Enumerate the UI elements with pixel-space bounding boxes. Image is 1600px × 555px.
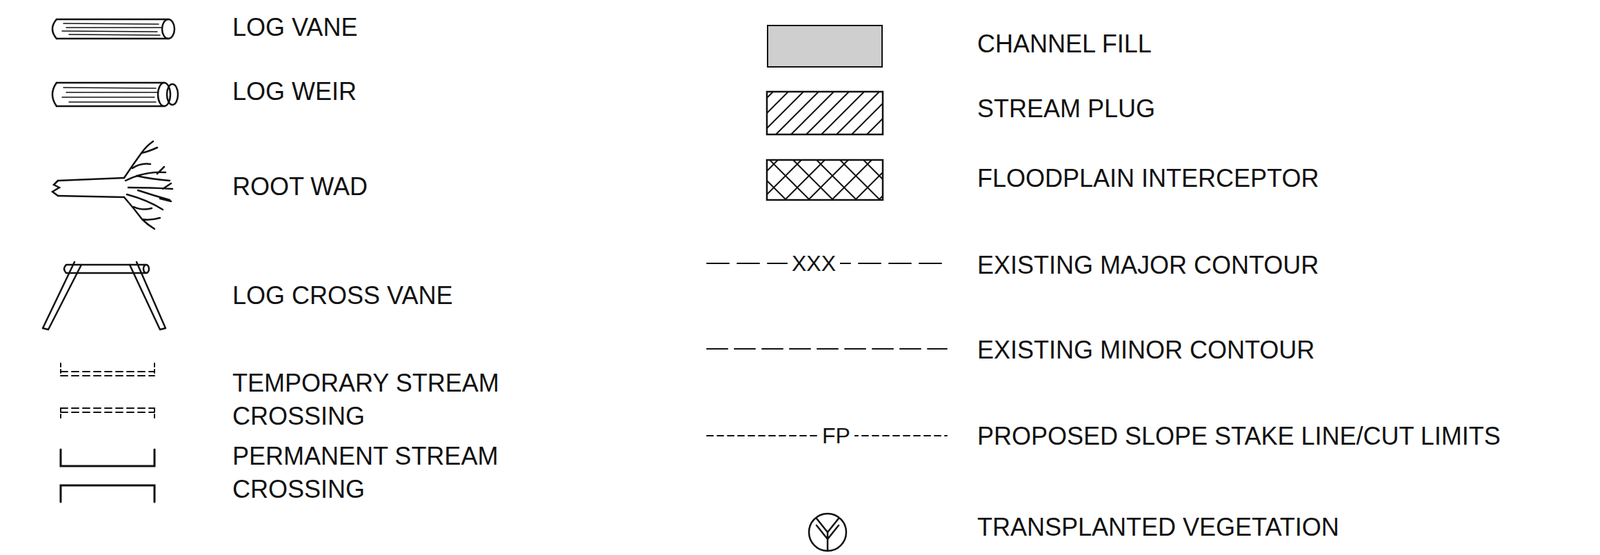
legend-text: LOG VANE [232, 11, 358, 45]
legend-text: EXISTING MAJOR CONTOUR [977, 248, 1319, 283]
legend-text: CHANNEL FILL [977, 27, 1152, 61]
color-swatch [766, 24, 883, 68]
legend-text: ROOT WAD [232, 170, 368, 204]
minor-contour-line [706, 348, 947, 350]
legend-text: LOG WEIR [232, 75, 357, 109]
line-label: FP [817, 423, 855, 449]
log-weir-symbol [52, 82, 178, 107]
temporary-crossing-symbol [60, 363, 155, 421]
legend-text: PERMANENT STREAM CROSSING [232, 440, 536, 507]
legend-text: EXISTING MINOR CONTOUR [977, 333, 1315, 367]
root-wad-symbol [52, 141, 173, 229]
legend-text: FLOODPLAIN INTERCEPTOR [977, 162, 1319, 196]
legend-text: LOG CROSS VANE [232, 279, 453, 313]
log-cross-vane-symbol [42, 262, 166, 330]
legend-text: PROPOSED SLOPE STAKE LINE/CUT LIMITS [977, 420, 1501, 454]
transplanted-vegetation-symbol [808, 513, 847, 552]
stream-plug-swatch [766, 91, 883, 135]
log-vane-symbol [52, 19, 175, 39]
line-label: XXX [787, 251, 840, 276]
floodplain-interceptor-swatch [766, 160, 883, 200]
legend-text: TRANSPLANTED VEGETATION [977, 511, 1340, 545]
legend-text: STREAM PLUG [977, 92, 1156, 126]
permanent-crossing-symbol [60, 449, 155, 503]
legend-text: TEMPORARY STREAM CROSSING [232, 366, 536, 434]
